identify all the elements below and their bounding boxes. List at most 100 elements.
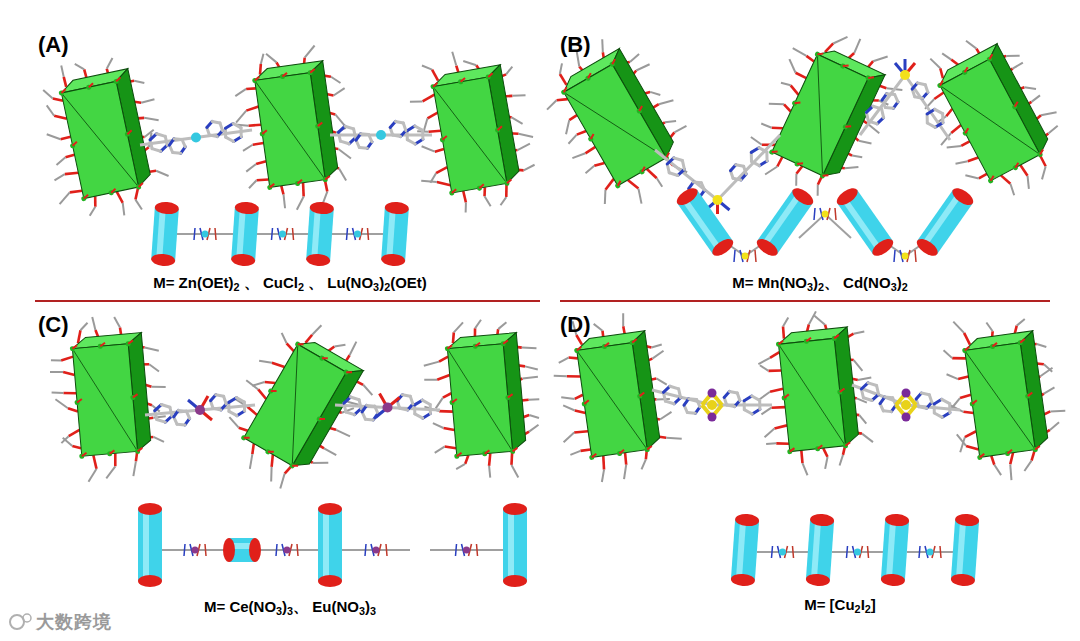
metal-center xyxy=(713,195,723,205)
rod-highlight xyxy=(921,193,961,247)
ethyl-bond xyxy=(63,437,73,447)
ligand-ring xyxy=(375,406,378,413)
oxygen-bond xyxy=(625,453,627,465)
iodine-atom xyxy=(902,389,911,398)
oxygen-bond xyxy=(508,394,513,397)
oxygen-bond xyxy=(117,191,123,204)
oxygen-bond xyxy=(111,189,117,193)
oxygen-bond xyxy=(463,191,466,203)
polyhedron-edge xyxy=(940,59,1040,181)
cluster-rod xyxy=(503,503,527,587)
ethyl-bond xyxy=(421,178,437,185)
ethyl-bond xyxy=(953,320,964,334)
rod-highlight xyxy=(681,197,721,251)
cluster xyxy=(750,306,881,479)
panel-label: (D) xyxy=(560,312,591,338)
ethyl-bond xyxy=(758,358,771,364)
polyhedron-face xyxy=(255,73,325,188)
rod-cap xyxy=(234,201,259,215)
ethyl-bond xyxy=(858,377,872,380)
rod-cap xyxy=(870,236,897,260)
subscript: 2 xyxy=(234,281,240,293)
linker xyxy=(140,121,252,153)
ligand-ring xyxy=(877,386,879,395)
ethyl-bond xyxy=(852,153,862,160)
oxygen-bond xyxy=(322,356,328,361)
ethyl-bond xyxy=(489,466,490,478)
ethyl-bond xyxy=(955,158,967,167)
ligand-ring xyxy=(697,400,700,407)
oxygen-bond xyxy=(567,374,581,378)
mini-bond xyxy=(915,250,916,262)
oxygen-bond xyxy=(114,453,116,466)
ethyl-bond xyxy=(52,391,64,394)
rod-cap xyxy=(384,201,409,215)
ethyl-bond xyxy=(54,174,66,180)
oxygen-bond xyxy=(580,449,590,450)
oxygen-bond xyxy=(435,167,448,173)
oxygen-bond xyxy=(439,410,453,413)
rod-body xyxy=(381,207,409,261)
rod-cap xyxy=(223,538,235,562)
text-run: (C) xyxy=(38,312,69,337)
oxygen-bond xyxy=(305,334,312,344)
oxygen-bond xyxy=(632,339,637,343)
ethyl-bond xyxy=(824,457,829,469)
oxygen-bond xyxy=(795,100,801,105)
subscript: 2 xyxy=(865,603,871,615)
linker xyxy=(652,386,772,414)
ethyl-bond xyxy=(523,165,535,171)
metal-center xyxy=(284,547,291,554)
mini-bond xyxy=(194,228,195,240)
ligand-ring xyxy=(224,396,227,404)
oxygen-bond xyxy=(1007,450,1012,454)
mini-linker xyxy=(907,546,953,558)
mini-bond xyxy=(456,544,457,556)
ligand-ring xyxy=(421,130,424,139)
ethyl-bond xyxy=(434,447,445,453)
ethyl-bond xyxy=(545,100,558,109)
oxygen-bond xyxy=(778,341,783,345)
polyhedron-edge xyxy=(564,64,666,186)
ligand-ring xyxy=(403,123,406,131)
rod-cap xyxy=(881,573,906,587)
cluster xyxy=(527,22,710,222)
ethyl-bond xyxy=(1049,422,1060,430)
ethyl-bond xyxy=(132,461,137,476)
oxygen-bond xyxy=(964,347,969,351)
ethyl-bond xyxy=(338,147,351,160)
metal-center xyxy=(900,70,910,80)
oxygen-bond xyxy=(88,83,94,87)
ethyl-bond xyxy=(666,436,682,441)
ethyl-bond xyxy=(313,456,328,469)
rod-highlight xyxy=(156,208,166,260)
mini-bond xyxy=(940,546,941,558)
rod-highlight xyxy=(508,509,514,581)
metal-center xyxy=(383,403,393,413)
ligand-ring xyxy=(429,404,432,413)
ethyl-bond xyxy=(227,417,241,428)
oxygen-bond xyxy=(562,87,568,92)
polyhedron-face xyxy=(564,64,666,186)
rod-cap xyxy=(710,236,737,260)
text-run: ) xyxy=(897,274,902,291)
oxygen-bond xyxy=(442,136,447,140)
oxygen-bond xyxy=(82,453,87,456)
oxygen-bond xyxy=(93,196,97,207)
oxygen-bond xyxy=(868,75,874,80)
ethyl-bond xyxy=(785,59,799,73)
subscript: 2 xyxy=(855,603,861,615)
oxygen-bond xyxy=(133,394,138,397)
polyhedron-face xyxy=(244,344,346,466)
metal-center xyxy=(202,231,209,238)
oxygen-bond xyxy=(268,449,274,454)
oxygen-bond xyxy=(317,122,322,126)
ethyl-bond xyxy=(1050,409,1065,413)
mini-linker xyxy=(162,544,228,556)
ethyl-bond xyxy=(410,100,423,104)
cluster xyxy=(546,308,686,487)
rod-cap xyxy=(249,538,261,562)
oxygen-bond xyxy=(63,392,76,395)
ethyl-bond xyxy=(621,313,625,326)
